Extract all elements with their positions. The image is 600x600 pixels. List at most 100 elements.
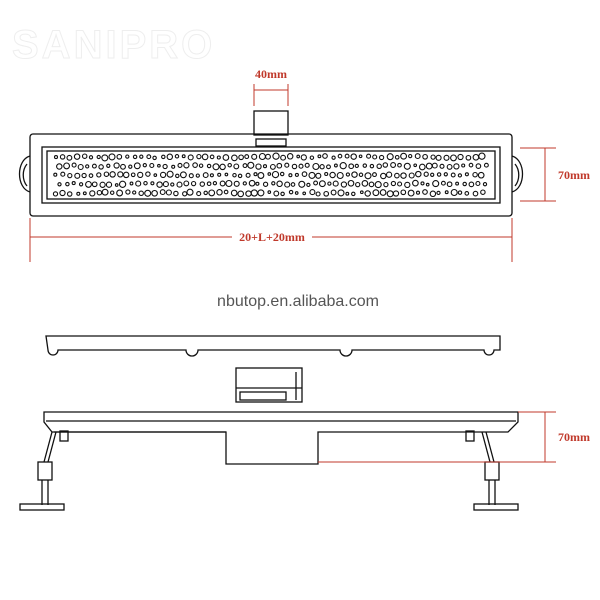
grate-hole bbox=[267, 190, 272, 194]
grate-hole bbox=[446, 181, 453, 188]
grate-hole bbox=[386, 153, 394, 161]
grate-hole bbox=[227, 162, 232, 168]
grate-hole bbox=[279, 171, 285, 177]
grate-hole bbox=[397, 181, 403, 187]
grate-hole bbox=[301, 171, 308, 177]
grate-hole bbox=[144, 189, 152, 197]
channel-body-profile bbox=[43, 411, 519, 465]
grate-hole bbox=[201, 153, 209, 161]
grate-hole bbox=[450, 154, 457, 162]
grate-hole bbox=[161, 154, 166, 160]
outlet-width-label: 40mm bbox=[255, 67, 287, 81]
grate-hole bbox=[315, 191, 321, 197]
grate-hole bbox=[298, 163, 304, 169]
grate-hole bbox=[74, 172, 81, 179]
grate-hole bbox=[63, 162, 71, 170]
grate-hole bbox=[132, 154, 138, 160]
grate-hole bbox=[113, 162, 120, 169]
grate-hole bbox=[457, 173, 463, 178]
grate-hole bbox=[71, 162, 77, 168]
grate-hole bbox=[231, 154, 238, 162]
grate-hole bbox=[237, 173, 243, 179]
grate-hole bbox=[337, 189, 345, 197]
left-foot-plate bbox=[19, 503, 65, 511]
grate-hole bbox=[223, 189, 229, 195]
grate-hole bbox=[216, 155, 221, 160]
right-foot-plate bbox=[473, 503, 519, 511]
grate-hole bbox=[306, 182, 311, 188]
grate-hole bbox=[465, 154, 472, 161]
grate-hole bbox=[464, 172, 469, 177]
grate-hole bbox=[149, 162, 155, 169]
grate-hole bbox=[425, 182, 430, 187]
grate-hole bbox=[483, 162, 489, 168]
grate-hole bbox=[206, 181, 212, 187]
grate-hole bbox=[313, 180, 319, 186]
grate-hole bbox=[224, 172, 229, 177]
grate-hole bbox=[378, 154, 385, 161]
grate-hole bbox=[386, 190, 394, 198]
grate-hole bbox=[116, 153, 123, 160]
grate-hole bbox=[420, 181, 425, 186]
grate-hole bbox=[468, 181, 475, 188]
grate-hole bbox=[122, 171, 130, 179]
grate-hole bbox=[67, 172, 73, 179]
grate-hole bbox=[137, 171, 144, 179]
grate-hole bbox=[128, 164, 133, 169]
left-end-cap bbox=[18, 155, 31, 193]
grate-hole bbox=[91, 163, 97, 169]
grate-hole bbox=[464, 191, 470, 196]
grate-hole bbox=[345, 191, 350, 196]
grate-hole bbox=[364, 190, 371, 197]
grate-hole bbox=[192, 162, 198, 168]
left-leg bbox=[43, 431, 53, 463]
total-length-dimension bbox=[29, 218, 513, 262]
grate-hole bbox=[323, 190, 330, 197]
grate-hole bbox=[330, 189, 337, 196]
grate-hole bbox=[348, 163, 355, 170]
grate-hole bbox=[98, 164, 104, 170]
grate-hole bbox=[81, 153, 88, 159]
grate-hole bbox=[150, 181, 155, 186]
grate-hole bbox=[129, 181, 134, 186]
grate-hole bbox=[151, 189, 158, 197]
grate-hole bbox=[96, 189, 103, 196]
grate-hole bbox=[472, 171, 478, 178]
grate-hole bbox=[182, 191, 188, 197]
outlet-width-dimension bbox=[253, 84, 289, 106]
grate-hole bbox=[333, 163, 338, 168]
grate-hole bbox=[85, 164, 90, 169]
grate-hole bbox=[269, 163, 276, 170]
grate-hole bbox=[251, 153, 258, 160]
grate-hole bbox=[78, 182, 84, 187]
grate-hole bbox=[73, 153, 81, 160]
left-clip bbox=[59, 430, 69, 442]
grate-hole bbox=[443, 172, 448, 177]
grate-hole bbox=[379, 189, 387, 196]
total-length-label: 20+L+20mm bbox=[239, 230, 305, 244]
grate-hole bbox=[162, 181, 169, 188]
grate-hole bbox=[366, 153, 372, 159]
grate-hole bbox=[431, 162, 438, 169]
grate-hole bbox=[351, 191, 356, 197]
grate-outer bbox=[41, 146, 501, 204]
grate-hole bbox=[329, 171, 336, 179]
grate-hole bbox=[390, 162, 397, 168]
grate-hole bbox=[415, 170, 422, 178]
grate-hole bbox=[225, 179, 233, 188]
grate-hole bbox=[103, 171, 110, 177]
grate-hole bbox=[65, 181, 70, 187]
grate-hole bbox=[156, 181, 163, 188]
grate-hole bbox=[358, 172, 364, 178]
grate-hole bbox=[88, 173, 94, 178]
grate-hole bbox=[53, 172, 58, 177]
grate-hole bbox=[237, 190, 245, 198]
left-end-cap-inner bbox=[22, 163, 28, 187]
grate-hole bbox=[82, 191, 87, 196]
grate-hole bbox=[77, 163, 84, 171]
grate-hole bbox=[89, 190, 96, 197]
grate-hole bbox=[255, 163, 262, 170]
grate-hole bbox=[368, 181, 375, 188]
grate-hole bbox=[174, 154, 180, 159]
